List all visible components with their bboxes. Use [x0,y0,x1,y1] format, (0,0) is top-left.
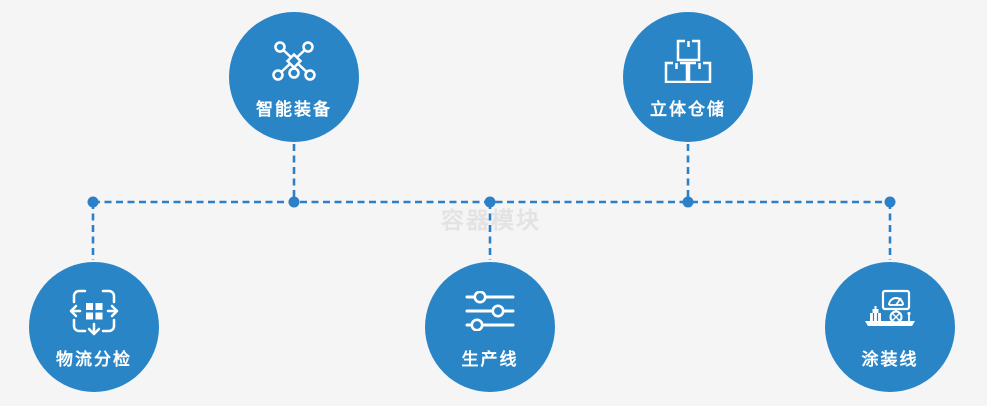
node-coating-line: 涂装线 [825,262,955,392]
node-label: 立体仓储 [650,100,726,119]
sorting-crossarrows-icon [67,286,121,336]
node-label: 智能装备 [256,100,332,119]
node-stereo-warehouse: 立体仓储 [623,12,753,142]
node-label: 物流分检 [56,350,132,369]
node-production-line: 生产线 [425,262,555,392]
node-smart-equipment: 智能装备 [229,12,359,142]
stacked-boxes-icon [664,36,712,86]
node-logistics-sorting: 物流分检 [29,262,159,392]
network-nodes-icon [269,36,319,86]
control-station-icon [859,286,921,336]
node-label: 涂装线 [861,350,919,369]
node-label: 生产线 [461,350,519,369]
sliders-icon [465,286,515,336]
